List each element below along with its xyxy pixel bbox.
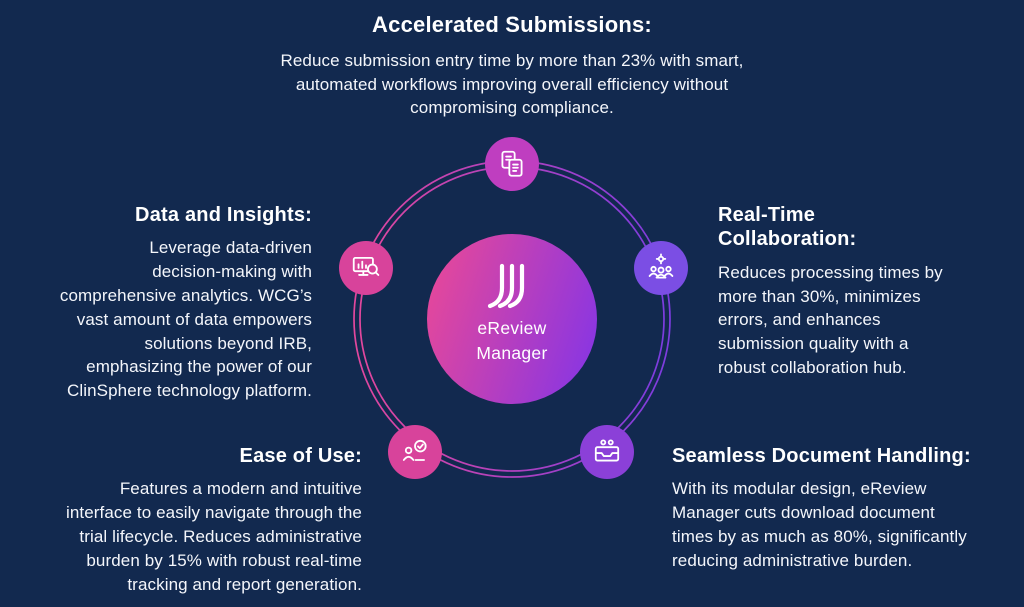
product-name-line1: eReview: [477, 318, 547, 338]
feature-title: Ease of Use:: [239, 445, 362, 467]
feature-title: Seamless Document Handling:: [672, 445, 971, 467]
feature-data-and-insights: Data and Insights: Leverage data-driven …: [18, 203, 312, 403]
product-name: eReview Manager: [427, 316, 597, 366]
feature-body: Features a modern and intuitive interfac…: [65, 479, 362, 594]
feature-body: Reduces processing times by more than 30…: [718, 262, 943, 377]
real-time-collaboration-badge: [634, 241, 688, 295]
feature-seamless-document-handling: Seamless Document Handling: With its mod…: [672, 444, 1012, 573]
feature-ease-of-use: Ease of Use: Features a modern and intui…: [18, 444, 362, 596]
document-inbox-icon: [594, 439, 620, 462]
ease-of-use-badge: [388, 425, 442, 479]
feature-title: Accelerated Submissions:: [372, 12, 652, 37]
feature-body: Leverage data-driven decision-making wit…: [59, 238, 312, 401]
accelerated-submissions-badge: [485, 137, 539, 191]
user-check-icon: [402, 439, 427, 461]
documents-icon: [501, 150, 523, 177]
product-name-line2: Manager: [476, 342, 548, 363]
feature-real-time-collaboration: Real-Time Collaboration: Reduces process…: [718, 203, 978, 380]
feature-body: Reduce submission entry time by more tha…: [280, 50, 744, 118]
data-and-insights-badge: [339, 241, 393, 295]
center-hub: eReview Manager: [427, 234, 597, 404]
feature-body: With its modular design, eReview Manager…: [672, 479, 967, 570]
collaboration-people-icon: [648, 253, 674, 279]
analytics-monitor-icon: [352, 256, 380, 276]
feature-title: Data and Insights:: [135, 204, 312, 226]
feature-accelerated-submissions: Accelerated Submissions: Reduce submissi…: [0, 12, 1024, 120]
flow-lines-logo-icon: [487, 263, 525, 309]
feature-title: Real-Time Collaboration:: [718, 204, 857, 251]
seamless-document-handling-badge: [580, 425, 634, 479]
